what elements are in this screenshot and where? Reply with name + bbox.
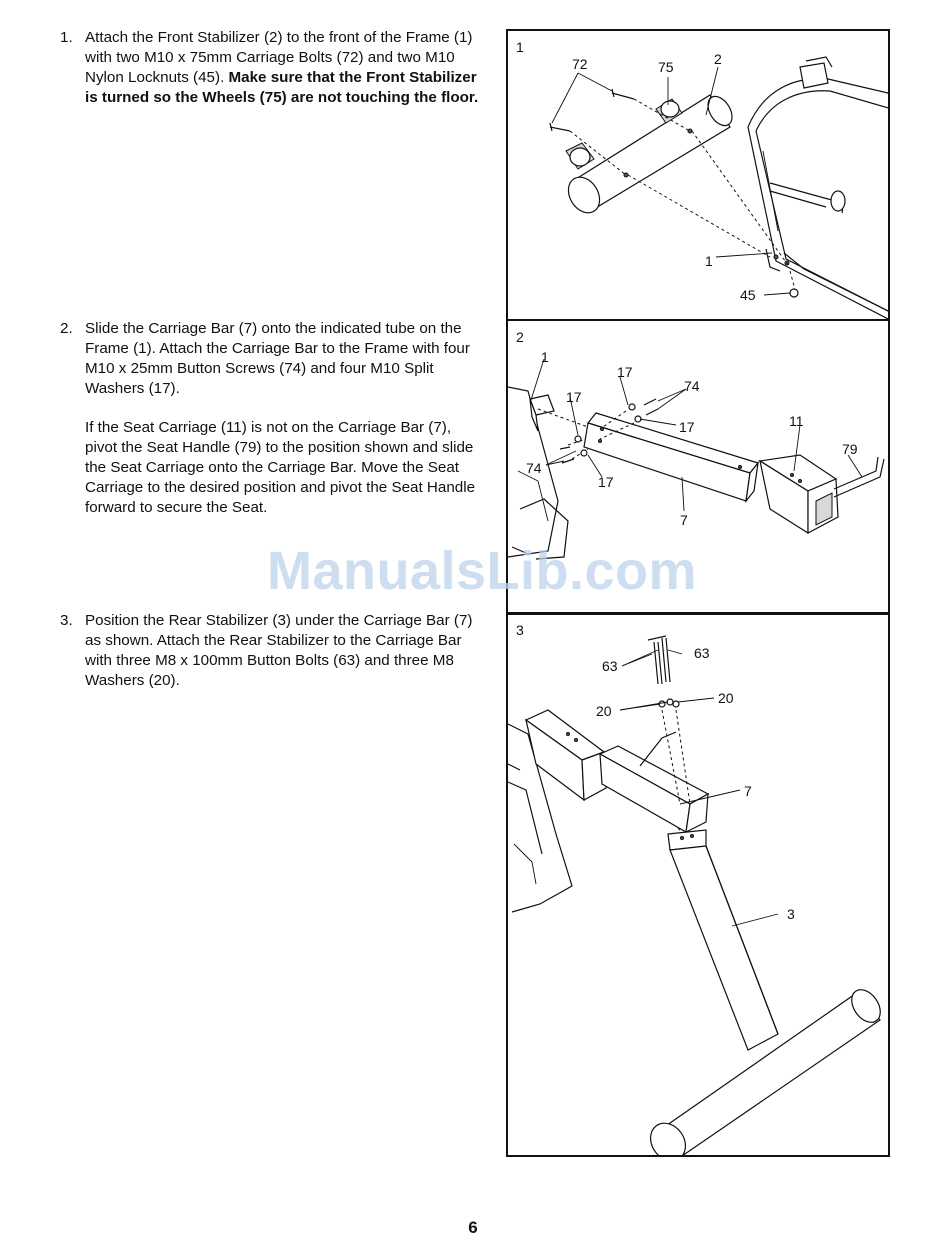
figure-1-panel: 1: [506, 29, 890, 321]
step-number: 2.: [60, 320, 73, 337]
callout-79: 79: [842, 441, 858, 457]
rear-stabilizer-drawing: [649, 829, 881, 1155]
step-paragraph: If the Seat Carriage (11) is not on the …: [85, 419, 476, 516]
callout-74: 74: [526, 460, 542, 476]
callout-7: 7: [744, 783, 752, 799]
frame-drawing: [508, 386, 569, 560]
carriage-bar-drawing: [524, 709, 710, 834]
step-number: 3.: [60, 612, 73, 629]
callout-11: 11: [789, 413, 804, 429]
figure-1-drawing: 1: [516, 39, 888, 319]
figure-number: 1: [516, 39, 524, 55]
frame-drawing: [747, 56, 888, 319]
step-body: Attach the Front Stabilizer (2) to the f…: [85, 28, 480, 108]
frame-drawing: [508, 723, 573, 913]
step-paragraph: Slide the Carriage Bar (7) onto the indi…: [85, 320, 470, 397]
figure-number: 2: [516, 329, 524, 345]
figure-number: 3: [516, 622, 524, 638]
callout-20: 20: [596, 703, 612, 719]
step-paragraph: Position the Rear Stabilizer (3) under t…: [85, 612, 473, 689]
callout-1: 1: [705, 253, 713, 269]
step-1: 1. Attach the Front Stabilizer (2) to th…: [60, 28, 480, 127]
step-warning-text: Make sure that the Front Stabilizer is t…: [85, 69, 479, 106]
step-2: 2. Slide the Carriage Bar (7) onto the i…: [60, 319, 480, 537]
step-text: Attach the Front Stabilizer (2) to the f…: [85, 29, 473, 86]
figure-3-panel: 3: [506, 612, 890, 1157]
button-screws-drawing: [559, 398, 659, 464]
callout-7: 7: [680, 512, 688, 528]
figure-2-panel: 2: [506, 319, 890, 615]
callout-45: 45: [740, 287, 756, 303]
callout-2: 2: [714, 51, 722, 67]
callout-74: 74: [684, 378, 700, 394]
callout-20: 20: [718, 690, 734, 706]
callout-17: 17: [598, 474, 614, 490]
seat-carriage-drawing: [758, 454, 885, 535]
step-paragraph: Attach the Front Stabilizer (2) to the f…: [85, 28, 480, 108]
step-3: 3. Position the Rear Stabilizer (3) unde…: [60, 611, 480, 710]
callout-75: 75: [658, 59, 674, 75]
figure-3-drawing: 3: [508, 622, 881, 1155]
figure-2-drawing: 2: [508, 329, 885, 560]
step-body: Position the Rear Stabilizer (3) under t…: [85, 611, 480, 691]
carriage-bar-drawing: [583, 412, 760, 504]
callout-3: 3: [787, 906, 795, 922]
callout-17: 17: [679, 419, 695, 435]
callout-63: 63: [602, 658, 618, 674]
callout-1: 1: [541, 349, 549, 365]
front-stabilizer-drawing: [565, 94, 733, 214]
callout-17: 17: [566, 389, 582, 405]
callout-17: 17: [617, 364, 633, 380]
step-body: Slide the Carriage Bar (7) onto the indi…: [85, 319, 480, 518]
page-number: 6: [468, 1218, 478, 1237]
callout-63: 63: [694, 645, 710, 661]
button-bolts-drawing: [647, 635, 680, 708]
locknut-drawing: [789, 288, 799, 298]
step-number: 1.: [60, 29, 73, 46]
carriage-bolts-drawing: [549, 88, 635, 132]
watermark: ManualsLib.com: [266, 541, 698, 601]
callout-72: 72: [572, 56, 588, 72]
